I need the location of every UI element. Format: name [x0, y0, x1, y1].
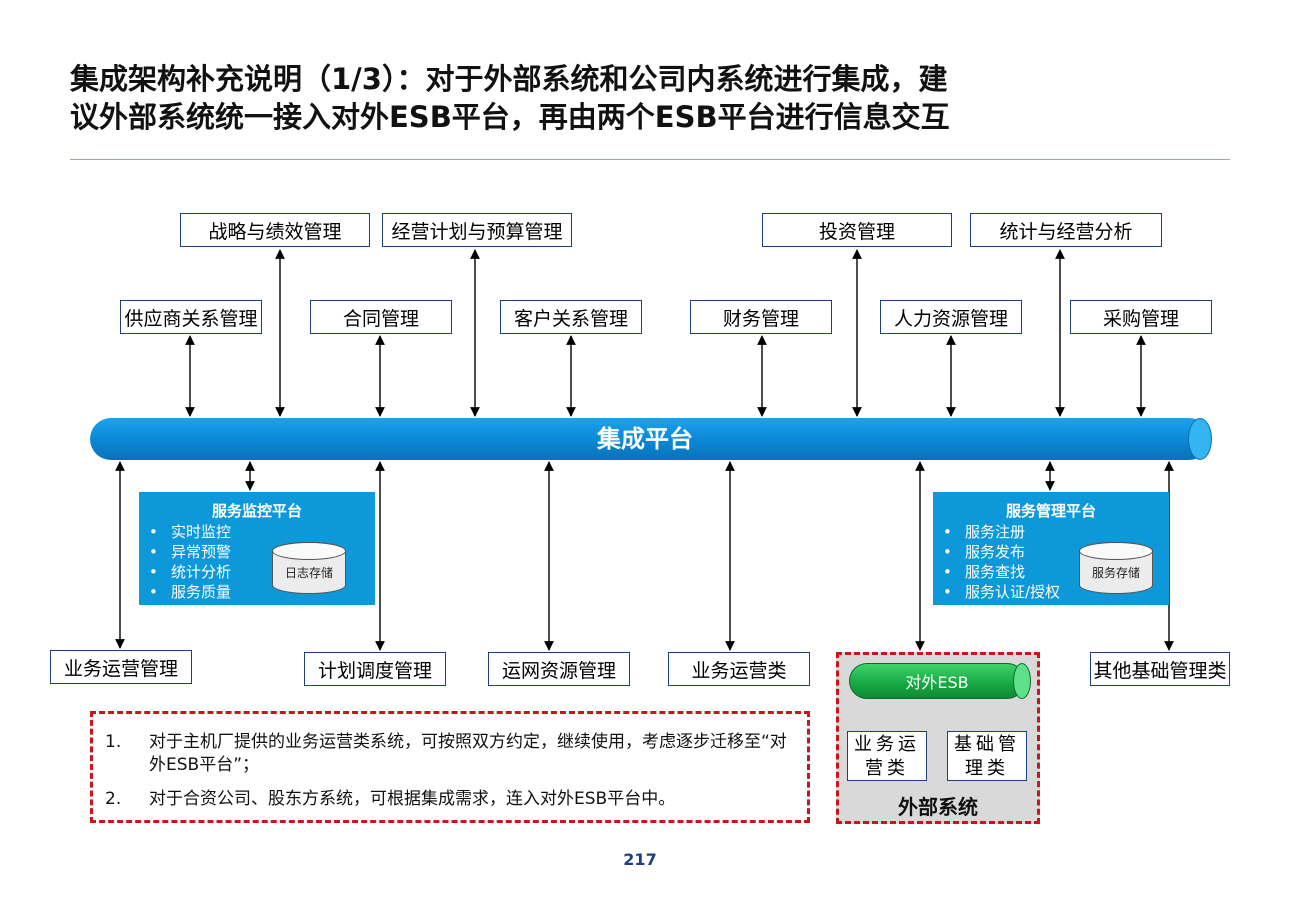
list-item: 服务质量 — [149, 582, 231, 602]
note-number: 2. — [105, 789, 122, 809]
service-management-title: 服务管理平台 — [1005, 502, 1096, 520]
box-network-resources: 运网资源管理 — [488, 652, 630, 686]
note-text: 对于合资公司、股东方系统，可根据集成需求，连入对外ESB平台中。 — [149, 789, 676, 809]
service-monitor-list: 实时监控 异常预警 统计分析 服务质量 — [149, 522, 231, 602]
list-item: 服务发布 — [943, 542, 1060, 562]
external-basic-management: 基础管理类 — [947, 731, 1027, 781]
title-divider — [70, 159, 1230, 160]
service-monitor-panel: 服务监控平台 实时监控 异常预警 统计分析 服务质量 日志存储 — [139, 492, 375, 605]
external-esb-bus-cap — [1013, 663, 1031, 699]
box-operating-budget: 经营计划与预算管理 — [382, 213, 572, 247]
log-storage-label: 日志存储 — [284, 565, 333, 580]
notes-box: 1. 对于主机厂提供的业务运营类系统，可按照双方约定，继续使用，考虑逐步迁移至“… — [90, 711, 810, 823]
service-management-list: 服务注册 服务发布 服务查找 服务认证/授权 — [943, 522, 1060, 602]
box-human-resources: 人力资源管理 — [880, 300, 1022, 334]
box-procurement: 采购管理 — [1070, 300, 1212, 334]
list-item: 服务注册 — [943, 522, 1060, 542]
external-business-operations: 业务运营类 — [847, 731, 927, 781]
page-number: 217 — [623, 850, 657, 869]
integration-platform-label: 集成平台 — [597, 425, 693, 453]
external-system-group: 对外ESB 业务运营类 基础管理类 外部系统 — [836, 652, 1040, 824]
service-storage-label: 服务存储 — [1091, 565, 1140, 580]
box-business-operations: 业务运营管理 — [50, 650, 192, 684]
box-contract: 合同管理 — [310, 300, 452, 334]
external-esb-bus: 对外ESB — [849, 663, 1025, 699]
note-number: 1. — [105, 732, 122, 752]
integration-platform-bus-cap — [1188, 418, 1212, 460]
box-planning-dispatch: 计划调度管理 — [304, 652, 446, 686]
page-title: 集成架构补充说明（1/3）：对于外部系统和公司内系统进行集成，建 议外部系统统一… — [70, 60, 1070, 136]
integration-platform-bus — [90, 418, 1210, 460]
box-customer-relations: 客户关系管理 — [500, 300, 642, 334]
list-item: 统计分析 — [149, 562, 231, 582]
list-item: 实时监控 — [149, 522, 231, 542]
box-statistics-analysis: 统计与经营分析 — [970, 213, 1162, 247]
note-text: 对于主机厂提供的业务运营类系统，可按照双方约定，继续使用，考虑逐步迁移至“对外E… — [149, 732, 787, 775]
log-storage-database-icon: 日志存储 — [272, 542, 346, 594]
list-item: 服务查找 — [943, 562, 1060, 582]
external-system-label: 外部系统 — [898, 795, 978, 819]
box-investment: 投资管理 — [762, 213, 952, 247]
box-finance: 财务管理 — [690, 300, 832, 334]
title-line-2: 议外部系统统一接入对外ESB平台，再由两个ESB平台进行信息交互 — [70, 100, 950, 134]
service-monitor-title: 服务监控平台 — [211, 502, 302, 520]
list-item: 异常预警 — [149, 542, 231, 562]
box-supplier-relations: 供应商关系管理 — [120, 300, 262, 334]
list-item: 服务认证/授权 — [943, 582, 1060, 602]
service-storage-database-icon: 服务存储 — [1079, 542, 1153, 594]
box-business-operations-class: 业务运营类 — [668, 652, 810, 686]
service-management-panel: 服务管理平台 服务注册 服务发布 服务查找 服务认证/授权 服务存储 — [933, 492, 1169, 605]
box-strategy-performance: 战略与绩效管理 — [180, 213, 370, 247]
box-other-basic-management: 其他基础管理类 — [1090, 652, 1230, 686]
title-line-1: 集成架构补充说明（1/3）：对于外部系统和公司内系统进行集成，建 — [70, 62, 948, 96]
